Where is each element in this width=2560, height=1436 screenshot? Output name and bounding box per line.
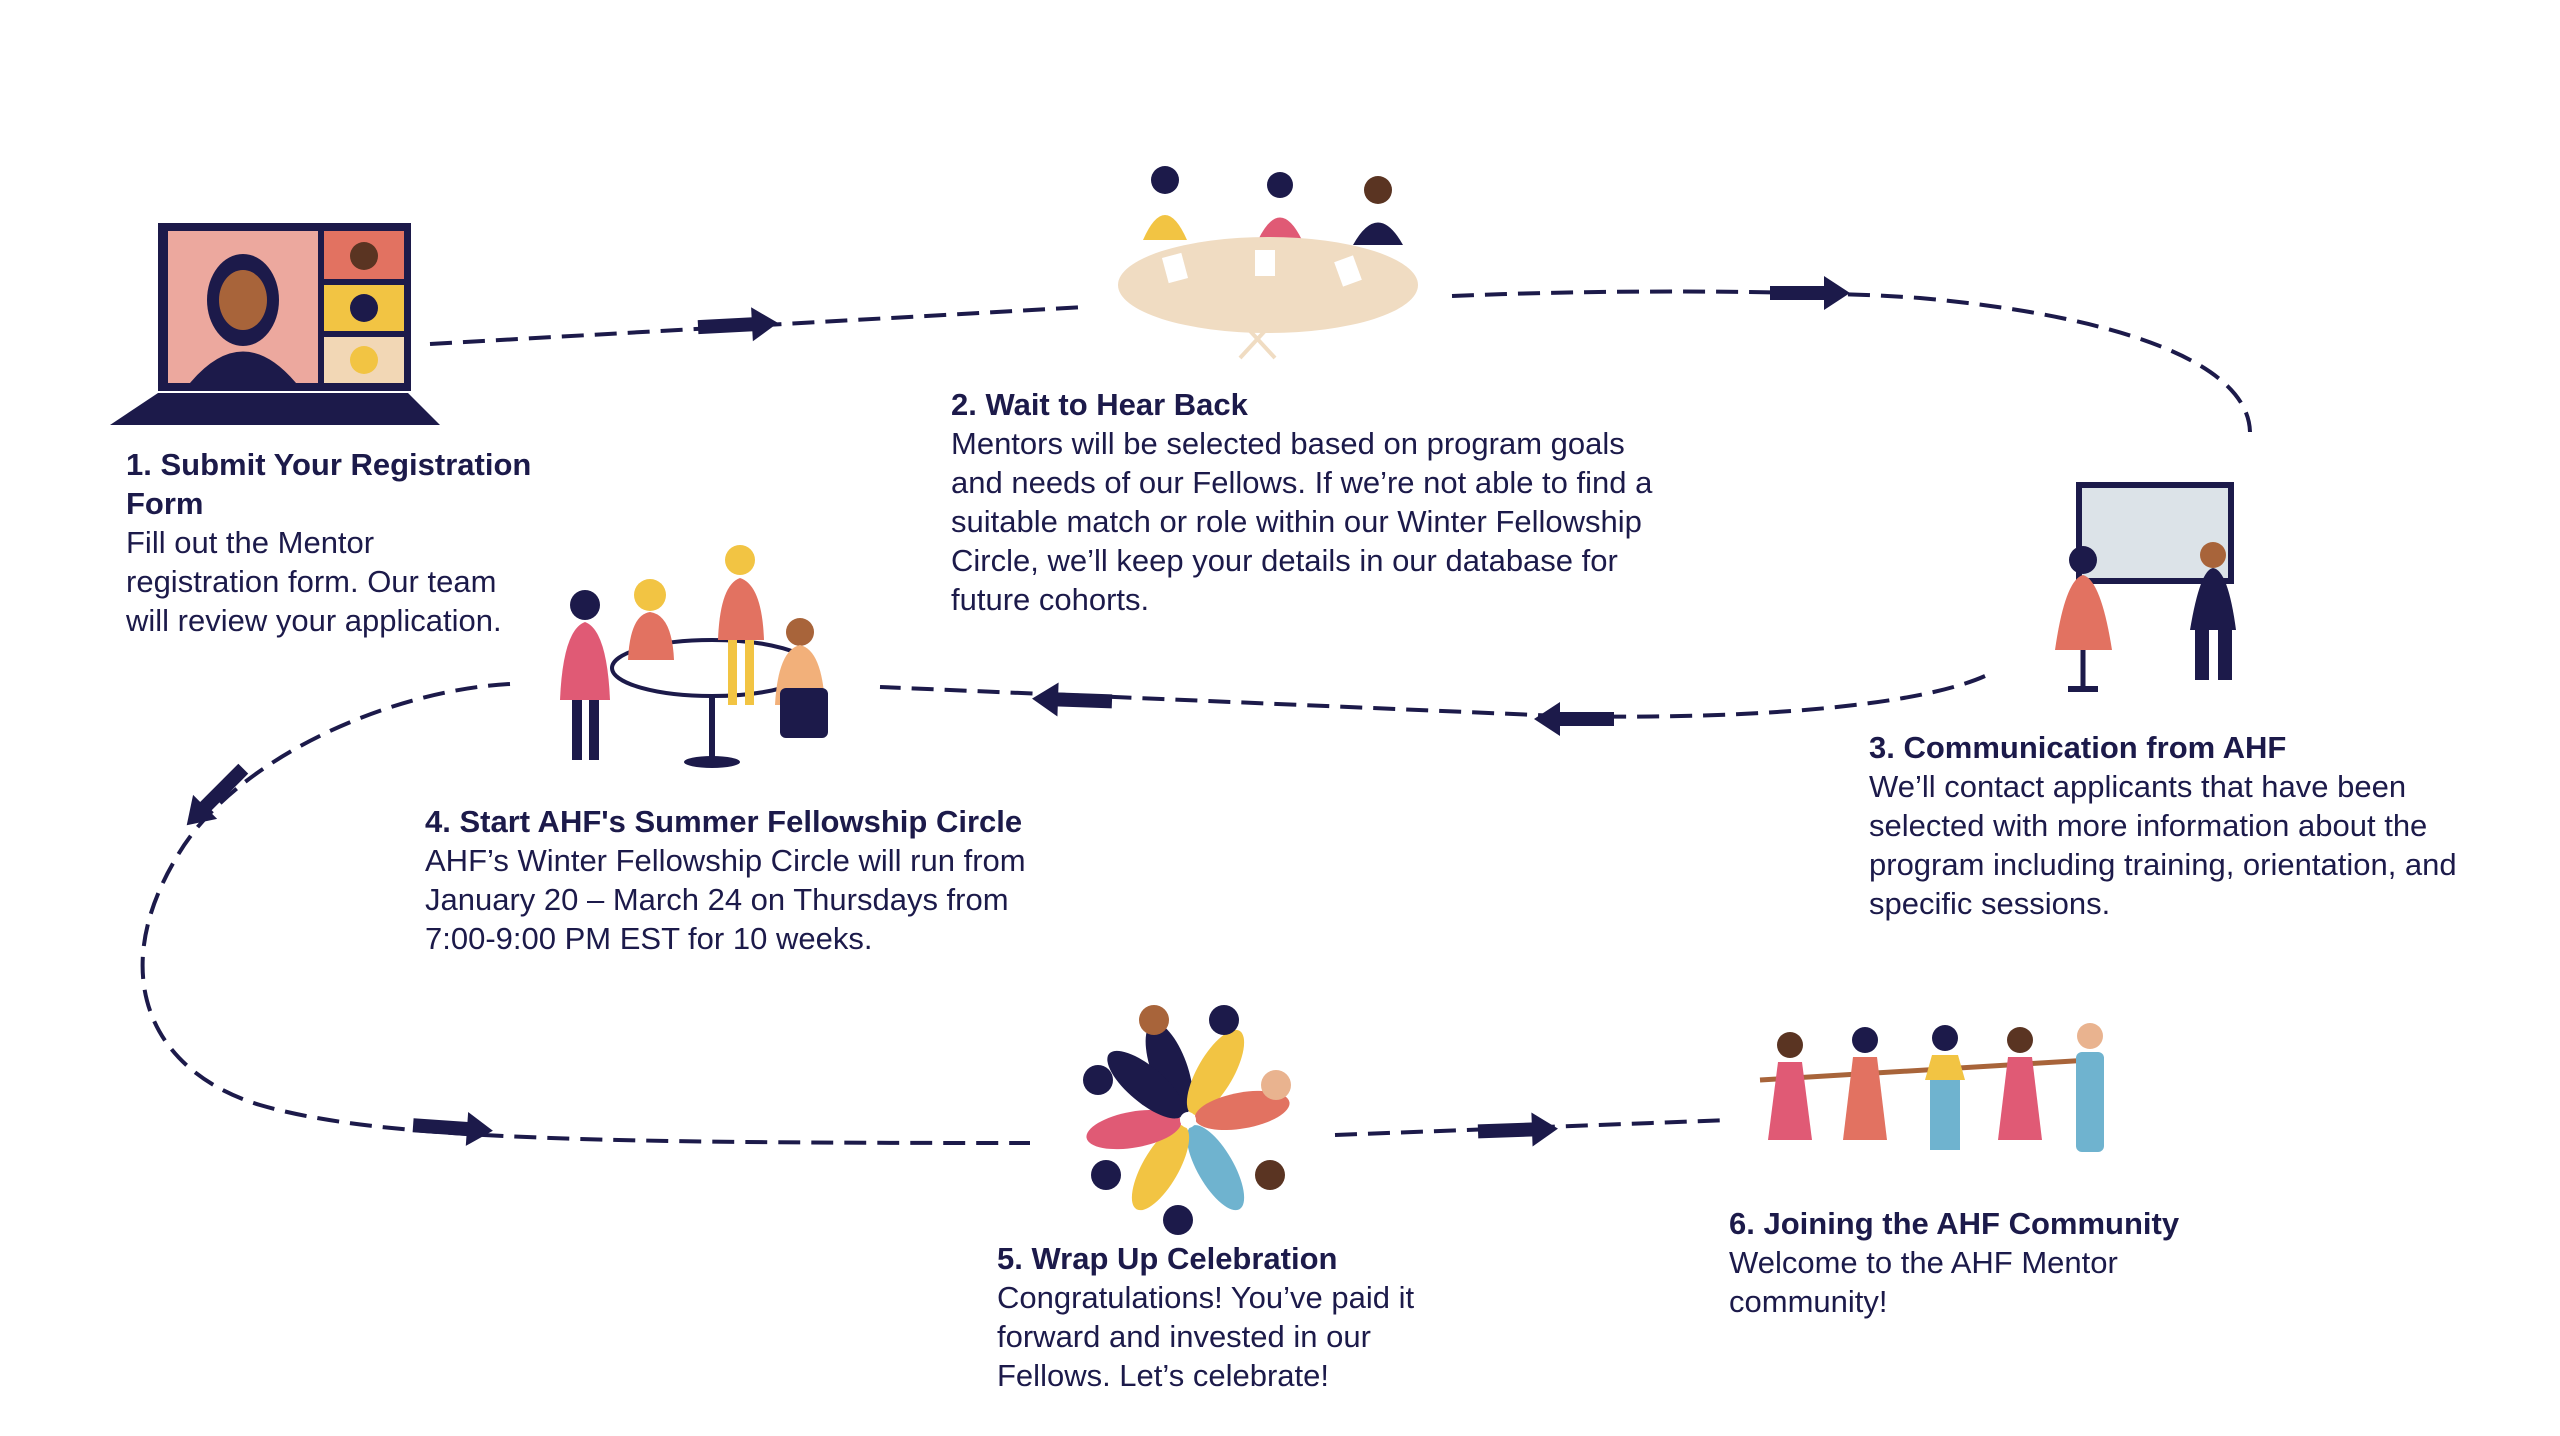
arrow-right-icon [697,305,779,345]
connector-4-to-5 [140,682,1031,1145]
step-4-title: 4. Start AHF's Summer Fellowship Circle [425,804,1023,839]
connector-1-to-2 [429,305,1086,346]
connector-2-to-3 [1451,289,2252,433]
step-4: 4. Start AHF's Summer Fellowship Circle … [425,802,1065,958]
step-1-title: 1. Submit Your Registration Form [126,447,532,521]
arrow-left-icon [1534,702,1614,736]
step-1-description: Fill out the Mentor registration form. O… [126,525,502,638]
step-6: 6. Joining the AHF Community Welcome to … [1729,1204,2199,1321]
round-table-group-icon [560,545,828,768]
step-5-description: Congratulations! You’ve paid it forward … [997,1280,1415,1393]
step-3-description: We’ll contact applicants that have been … [1869,769,2457,921]
step-5: 5. Wrap Up Celebration Congratulations! … [997,1239,1447,1395]
step-2: 2. Wait to Hear Back Mentors will be sel… [951,385,1671,619]
step-3-title: 3. Communication from AHF [1869,730,2287,765]
presentation-board-icon [2055,482,2236,692]
step-2-title: 2. Wait to Hear Back [951,387,1248,422]
step-6-title: 6. Joining the AHF Community [1729,1206,2180,1241]
arrow-down-left-icon [174,756,256,838]
step-1: 1. Submit Your Registration Form Fill ou… [126,445,536,640]
laptop-video-call-icon [110,223,440,425]
step-2-description: Mentors will be selected based on progra… [951,426,1653,617]
step-4-description: AHF’s Winter Fellowship Circle will run … [425,843,1026,956]
arrow-right-icon [1770,276,1850,310]
flow-path [140,289,2252,1145]
step-6-description: Welcome to the AHF Mentor community! [1729,1245,2118,1319]
community-hand-holding-icon [1759,1023,2104,1152]
arrow-left-icon [1031,681,1113,719]
arrow-right-icon [1477,1111,1559,1149]
connector-3-to-4 [879,674,1986,719]
step-5-title: 5. Wrap Up Celebration [997,1241,1338,1276]
arrow-right-icon [411,1108,495,1148]
step-3: 3. Communication from AHF We’ll contact … [1869,728,2509,923]
meeting-table-icon [1118,166,1418,360]
celebration-circle-icon [1083,1005,1291,1235]
